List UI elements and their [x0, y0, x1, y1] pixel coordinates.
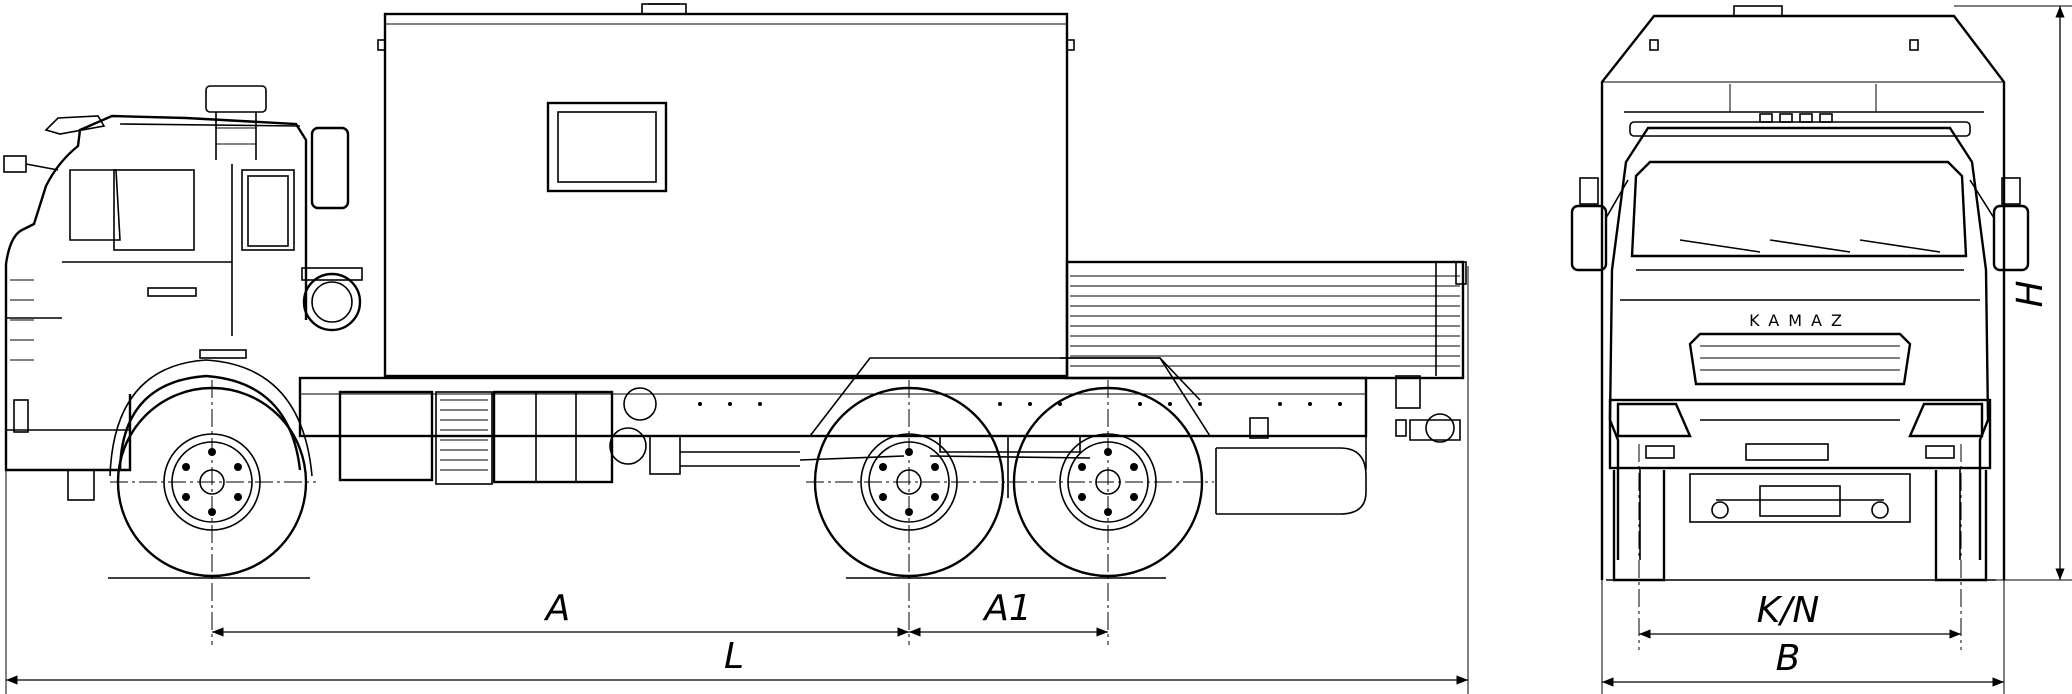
dimension-label-a: A — [544, 588, 571, 629]
chassis-frame — [298, 357, 1461, 515]
brand-lettering: KAMAZ — [1749, 311, 1851, 330]
front-view: KAMAZ — [1570, 5, 2030, 582]
van-body — [377, 3, 1075, 378]
dimension-label-b: B — [1776, 638, 1801, 679]
under-frame-equipment — [338, 387, 1091, 485]
dimension-label-h: H — [2010, 280, 2051, 307]
side-view — [3, 3, 1467, 645]
side-dimensions: A A1 L — [5, 266, 1469, 694]
cab — [3, 85, 363, 501]
right-headlight — [1908, 402, 1984, 438]
rear-platform — [1065, 260, 1467, 380]
dimension-label-a1: A1 — [982, 588, 1032, 629]
side-mirror — [310, 126, 350, 210]
right-mirror — [1992, 204, 2030, 272]
left-mirror — [1570, 204, 1608, 272]
dimension-label-kn: K/N — [1757, 590, 1820, 631]
left-headlight — [1616, 402, 1692, 438]
van-window — [546, 101, 668, 193]
front-dimensions: K/N B H — [1601, 5, 2072, 694]
dimension-label-l: L — [724, 636, 744, 677]
